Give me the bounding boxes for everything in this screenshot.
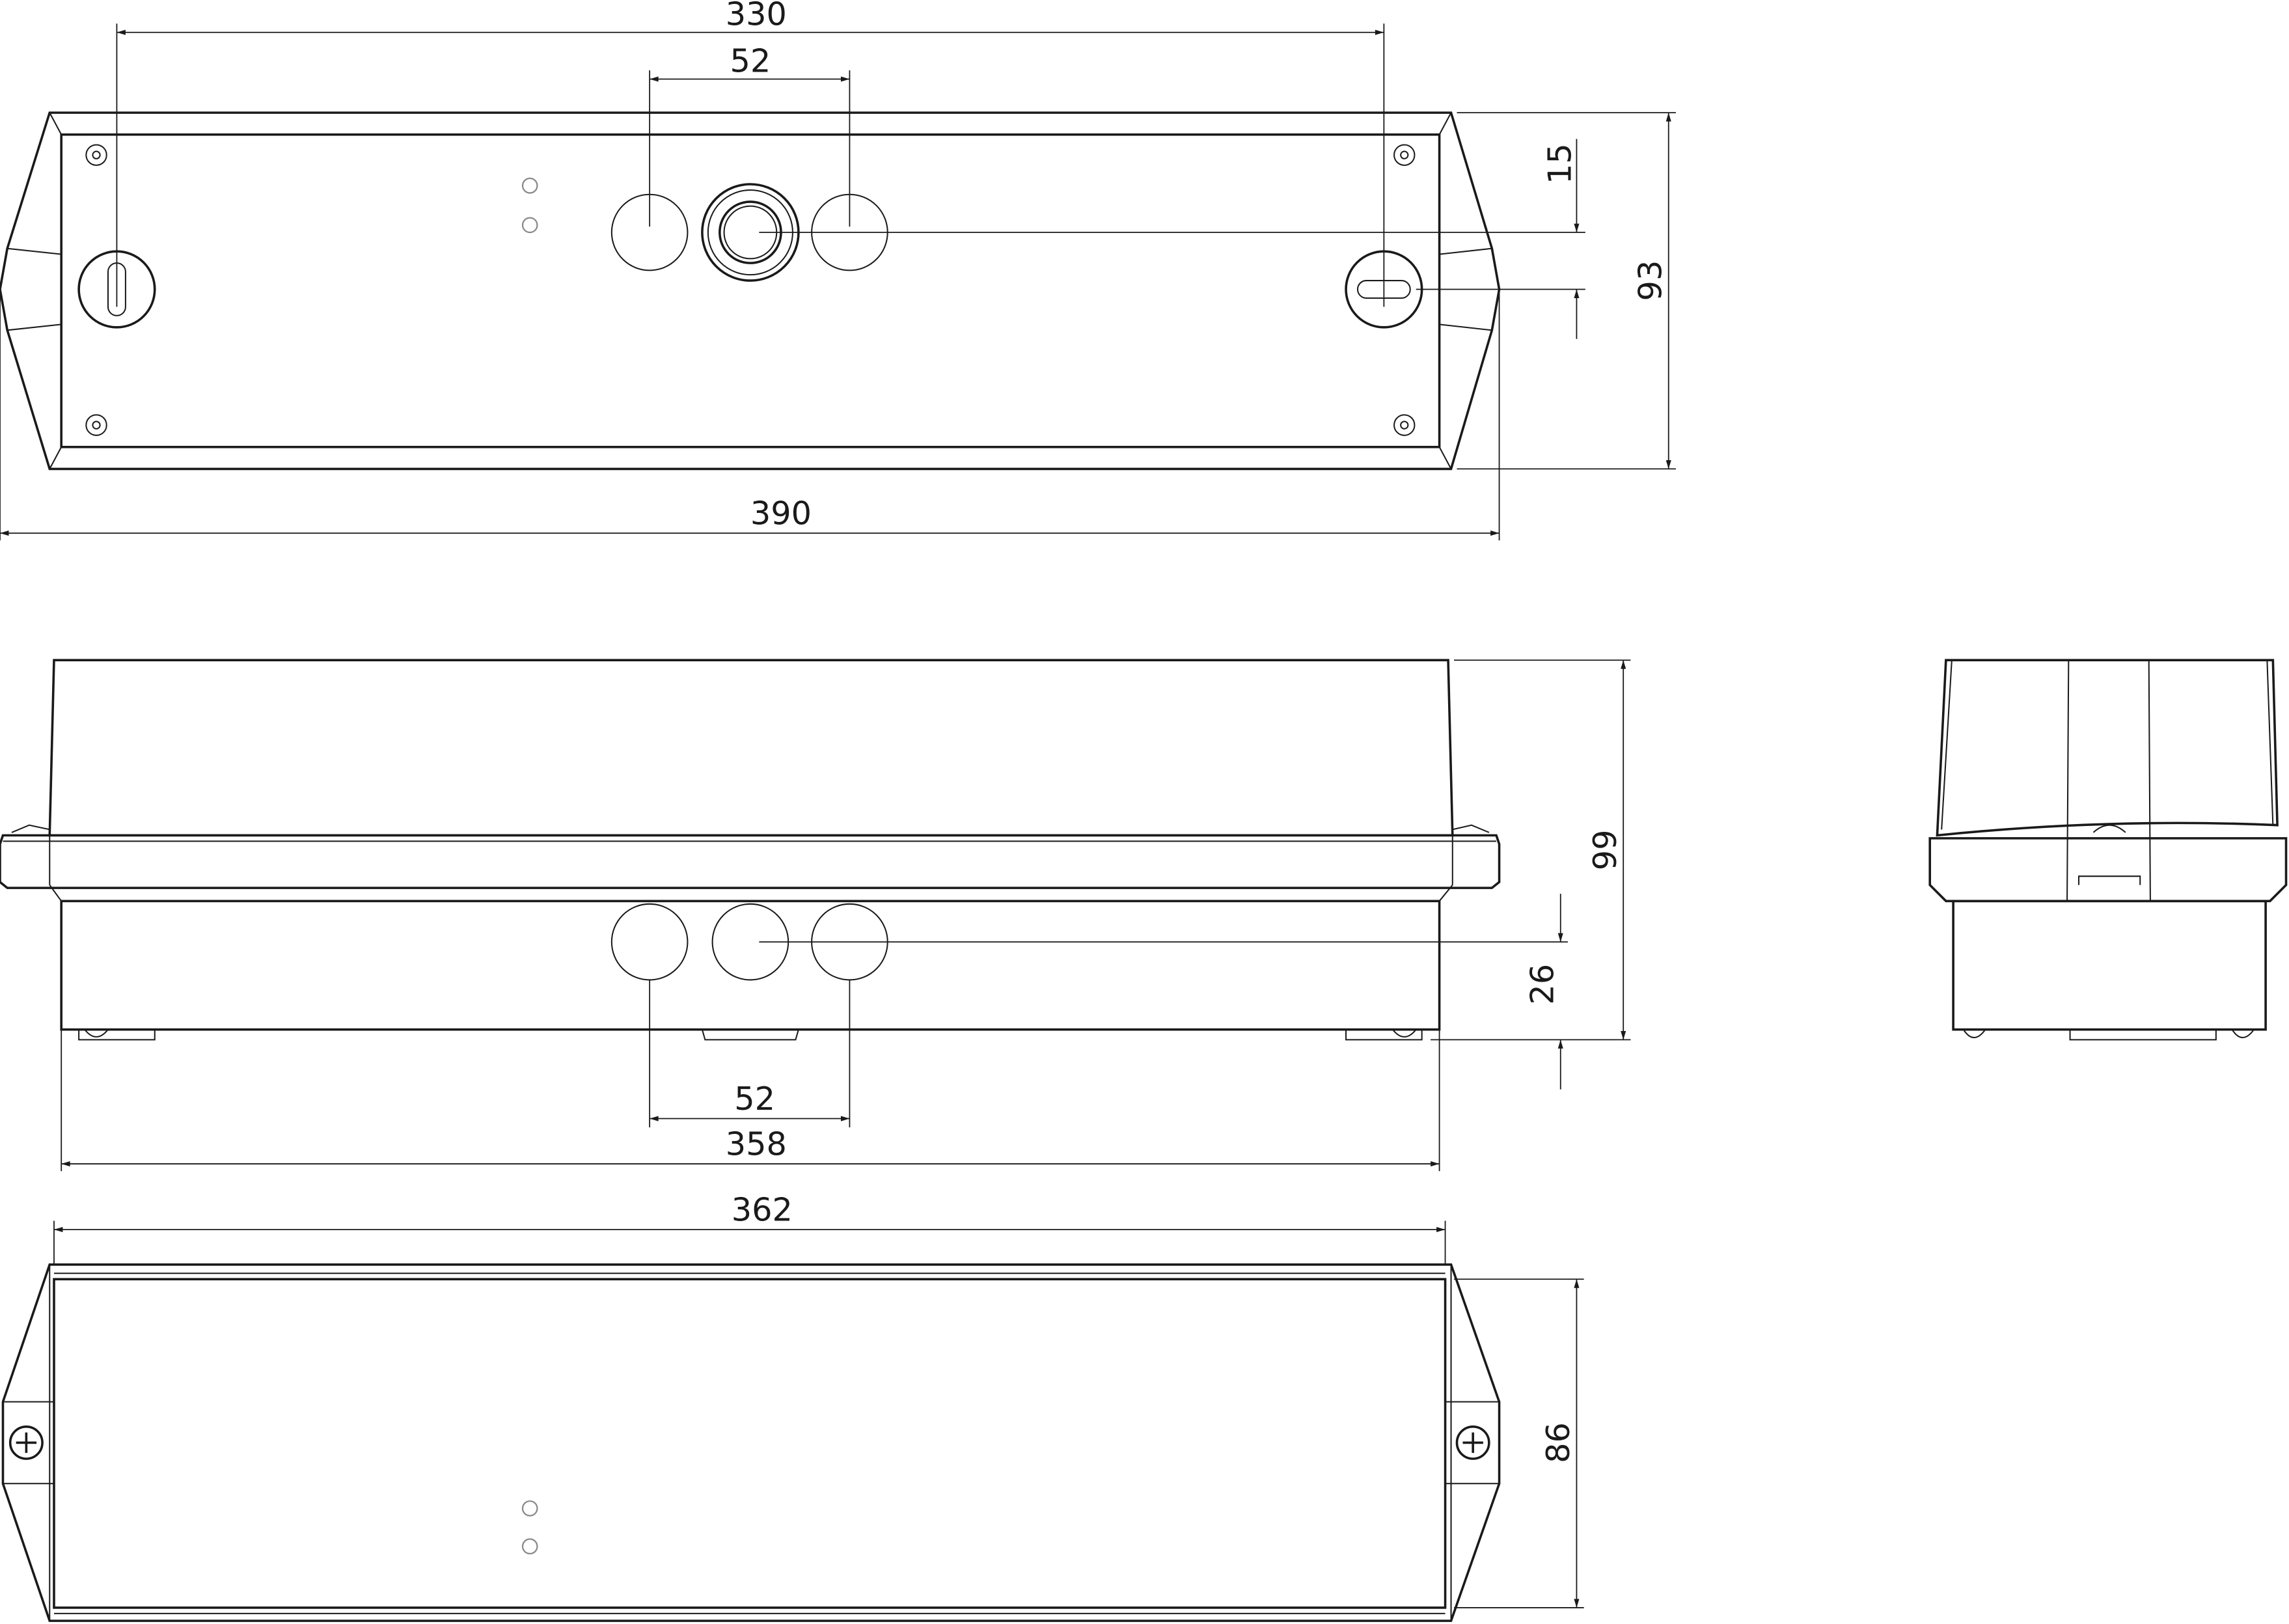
dim-52-side: 52 <box>734 1080 775 1118</box>
bottom-view: 362 86 <box>1 1191 1584 1622</box>
dim-390: 390 <box>750 495 812 532</box>
led-indicator-icon <box>521 1500 538 1555</box>
side-view: 99 26 52 358 <box>0 659 1631 1172</box>
dim-362: 362 <box>732 1191 793 1229</box>
dim-330: 330 <box>726 0 787 33</box>
dim-86: 86 <box>1539 1422 1577 1463</box>
dim-99: 99 <box>1586 829 1624 870</box>
dim-26: 26 <box>1524 964 1561 1005</box>
dim-358: 358 <box>726 1125 787 1163</box>
screw-icon <box>85 144 1416 436</box>
end-view <box>1928 659 2288 1041</box>
dim-93: 93 <box>1632 260 1669 301</box>
dim-15: 15 <box>1541 143 1578 184</box>
dim-52-top: 52 <box>730 42 771 79</box>
front-view: 330 52 15 93 390 <box>0 0 1676 541</box>
led-indicator-icon <box>521 177 538 234</box>
knockout-hole <box>610 903 689 981</box>
screw-icon <box>8 1425 1490 1460</box>
